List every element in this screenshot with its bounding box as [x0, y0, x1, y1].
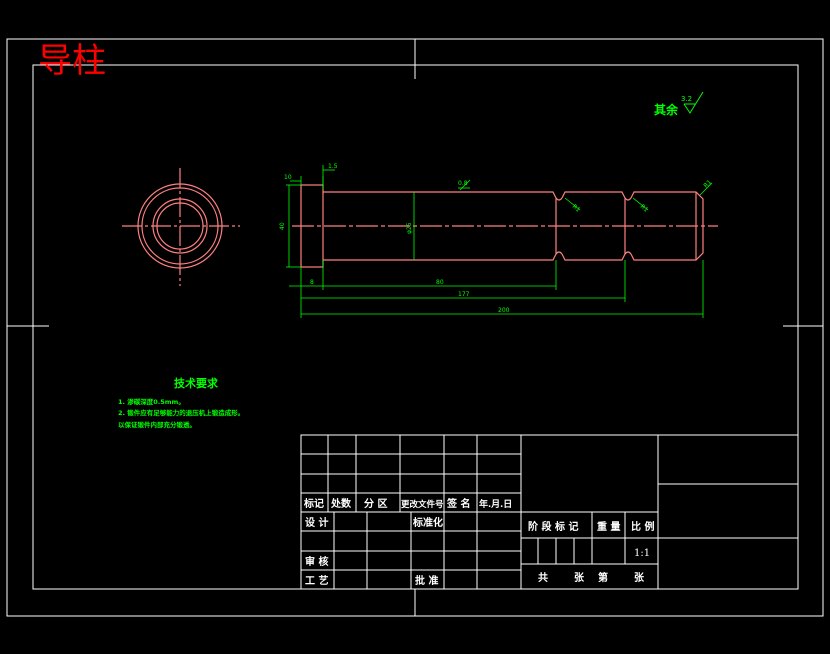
dim-shaft-dia: φ25: [406, 222, 413, 234]
sheet-frame: [6, 38, 824, 617]
tb-scale-value: 1:1: [634, 548, 650, 559]
tb-standard: 标准化: [412, 516, 443, 529]
tb-page: 第: [598, 571, 608, 584]
dimension-labels: 10 1.5 0.8 R1 R1 R1 40 φ25 8 80 177 200: [279, 163, 713, 314]
tech-line-1: 1. 渗碳深度0.5mm。: [118, 397, 185, 406]
outer-border: [6, 38, 824, 617]
tb-scale-label: 比 例: [631, 520, 654, 533]
roughness-value: 3.2: [681, 95, 692, 103]
dim-groove-left: R1: [571, 203, 582, 214]
dim-surface-mid: 0.8: [458, 180, 468, 187]
dim-chamfer-end: R1: [702, 179, 713, 190]
end-view: [122, 168, 240, 286]
inner-frame: [32, 64, 799, 590]
dim-groove-right: R1: [639, 203, 650, 214]
tb-check: 审 核: [305, 555, 328, 568]
tb-zone: 分 区: [364, 497, 387, 510]
tb-stage-mark: 阶 段 标 记: [528, 520, 578, 533]
tb-weight: 重 量: [597, 520, 620, 533]
tb-count: 处数: [330, 497, 352, 510]
tb-total: 共: [538, 571, 548, 584]
dim-len-mid: 80: [436, 279, 444, 286]
dim-len-head: 8: [310, 279, 314, 286]
tech-line-2: 2. 锻件应有足够能力的退压机上锻造成形。: [118, 408, 244, 417]
drawing-title: 导柱: [38, 41, 106, 81]
tech-requirements: 技术要求 1. 渗碳深度0.5mm。 2. 锻件应有足够能力的退压机上锻造成形。…: [118, 376, 244, 429]
roughness-label: 其余: [654, 102, 679, 117]
tech-heading: 技术要求: [174, 376, 219, 390]
side-view: [292, 184, 718, 268]
tech-line-3: 以保证锻件内部充分锻透。: [118, 420, 196, 429]
tb-process: 工 艺: [305, 574, 328, 587]
tb-date: 年.月.日: [479, 498, 512, 510]
dim-len-main: 177: [458, 291, 470, 298]
tb-approve: 批 准: [415, 574, 438, 587]
dim-head-dia: 40: [279, 222, 286, 230]
title-block-labels: 标记 处数 分 区 更改文件号 签 名 年.月.日 设 计 标准化 审 核 工 …: [303, 497, 654, 587]
dim-chamfer-top: 1.5: [328, 163, 338, 170]
tb-sheets-2: 张: [634, 571, 645, 584]
dim-len-total: 200: [498, 307, 510, 314]
dimensions: [286, 165, 713, 318]
tb-design: 设 计: [305, 516, 328, 529]
dim-head-thickness: 10: [284, 174, 292, 181]
tb-sign: 签 名: [446, 497, 470, 510]
roughness-symbol: [683, 91, 704, 114]
tb-change-doc: 更改文件号: [401, 499, 444, 510]
tb-sheets: 张: [574, 571, 585, 584]
tb-mark: 标记: [303, 497, 324, 510]
title-block: [300, 434, 799, 590]
roughness-note: 其余 3.2: [654, 91, 704, 117]
